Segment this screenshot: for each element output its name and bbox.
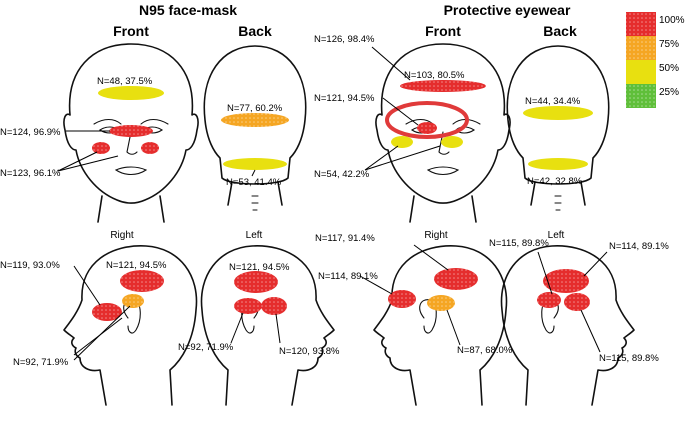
legend-swatch-50 <box>626 60 656 84</box>
n95-right-regions <box>92 270 164 321</box>
label-eye-right-ear: N=87, 68.0% <box>457 345 513 356</box>
label-eye-front-forehead-top: N=126, 98.4% <box>314 34 375 45</box>
header-n95-back: Back <box>238 23 272 39</box>
label-eye-back-head: N=44, 34.4% <box>525 96 581 107</box>
label-eye-front-nose: N=121, 94.5% <box>314 93 375 104</box>
label-eye-left-top: N=115, 89.8% <box>489 238 549 249</box>
header-eye-front: Front <box>425 23 461 39</box>
label-n95-left-temple: N=121, 94.5% <box>229 262 290 273</box>
label-n95-front-cheeks: N=123, 96.1% <box>0 168 61 179</box>
label-n95-right-ear: N=92, 71.9% <box>13 357 69 368</box>
header-n95: N95 face-mask <box>139 2 237 18</box>
legend-label-50: 50% <box>659 63 679 74</box>
header-eyewear: Protective eyewear <box>444 2 571 18</box>
header-eye-right: Right <box>424 230 448 241</box>
header-n95-left: Left <box>246 230 263 241</box>
region-eye-front-cheek-right <box>441 136 463 148</box>
head-n95-back <box>203 45 307 211</box>
region-n95-front-forehead <box>98 86 164 100</box>
region-eye-back-neck <box>528 158 588 170</box>
label-eye-back-neck: N=42, 32.8% <box>527 176 583 187</box>
head-eye-right <box>373 245 508 406</box>
label-eye-front-cheeks: N=54, 42.2% <box>314 169 370 180</box>
n95-front-regions <box>92 86 164 154</box>
label-eye-left-temple: N=114, 89.1% <box>609 241 669 252</box>
legend: 100% 75% 50% 25% <box>626 12 685 108</box>
header-n95-right: Right <box>110 230 134 241</box>
eye-back-regions <box>523 106 593 170</box>
label-n95-front-nose: N=124, 96.9% <box>0 127 61 138</box>
eye-right-regions <box>388 268 478 311</box>
region-n95-back-neck <box>223 158 287 170</box>
legend-label-75: 75% <box>659 39 679 50</box>
label-eye-right-temple: N=117, 91.4% <box>315 233 375 244</box>
header-eye-back: Back <box>543 23 577 39</box>
eye-left-regions <box>537 269 590 311</box>
label-n95-left-cheek: N=120, 93.8% <box>279 346 340 357</box>
region-eye-front-glasses-ring <box>385 101 469 139</box>
label-eye-front-forehead: N=103, 80.5% <box>404 70 465 81</box>
legend-label-100: 100% <box>659 15 685 26</box>
eye-front-regions <box>385 80 486 148</box>
label-eye-right-cheek: N=114, 89.1% <box>318 271 378 282</box>
head-eye-back <box>506 45 610 211</box>
label-n95-right-temple: N=121, 94.5% <box>106 260 167 271</box>
label-n95-front-forehead: N=48, 37.5% <box>97 76 153 87</box>
header-n95-front: Front <box>113 23 149 39</box>
header-eye-left: Left <box>548 230 565 241</box>
n95-back-regions <box>221 113 289 170</box>
label-n95-left-ear: N=92, 71.9% <box>178 342 234 353</box>
region-eye-front-cheek-left <box>391 136 413 148</box>
legend-label-25: 25% <box>659 87 679 98</box>
label-n95-back-neck: N=53, 41.4% <box>226 177 282 188</box>
region-eye-back-head <box>523 106 593 120</box>
leader-lines <box>57 46 608 361</box>
label-n95-back-head: N=77, 60.2% <box>227 103 283 114</box>
head-eye-front <box>375 43 511 223</box>
label-n95-right-cheek: N=119, 93.0% <box>0 260 60 271</box>
value-labels: N=48, 37.5% N=124, 96.9% N=123, 96.1% N=… <box>0 34 669 368</box>
label-eye-left-ear: N=115, 89.8% <box>599 353 659 364</box>
n95-left-regions <box>234 271 287 315</box>
